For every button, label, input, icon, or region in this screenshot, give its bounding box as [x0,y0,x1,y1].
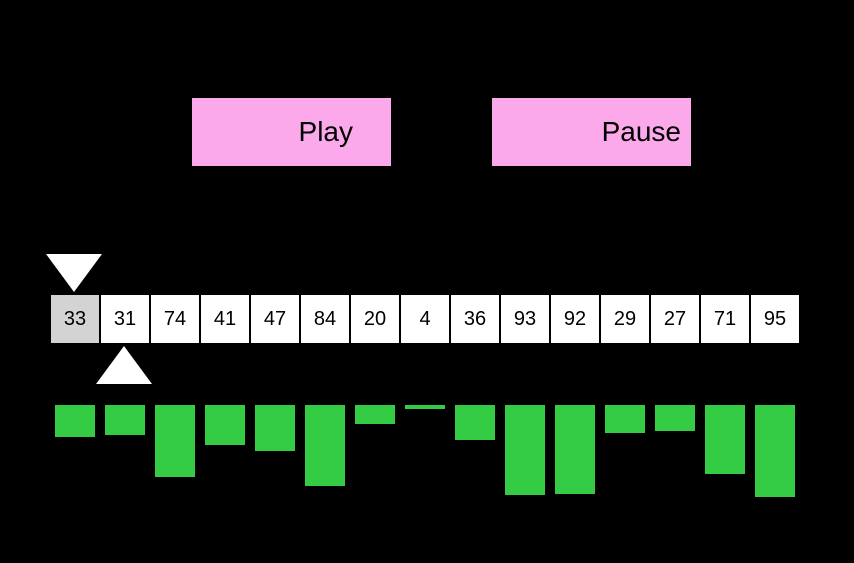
array-cell: 27 [650,294,700,344]
array-cell: 33 [50,294,100,344]
value-bar [305,405,345,486]
play-button[interactable]: Play [192,98,391,166]
pause-button[interactable]: Pause [492,98,691,166]
value-bar [505,405,545,495]
array-cell: 41 [200,294,250,344]
value-bar [205,405,245,445]
value-bar [155,405,195,477]
bottom-pointer-triangle-icon [96,346,152,384]
value-bar [755,405,795,497]
array-cell: 71 [700,294,750,344]
value-bar [355,405,395,424]
array-cell: 74 [150,294,200,344]
array-cell: 95 [750,294,800,344]
value-bar [555,405,595,494]
array-cell: 31 [100,294,150,344]
value-bars [50,405,801,505]
array-cell: 47 [250,294,300,344]
array-cell: 36 [450,294,500,344]
array-cell: 20 [350,294,400,344]
array-cell: 84 [300,294,350,344]
array-cell: 93 [500,294,550,344]
value-bar [455,405,495,440]
top-pointer-triangle-icon [46,254,102,292]
value-bar [705,405,745,474]
array-cell: 92 [550,294,600,344]
array-cell: 4 [400,294,450,344]
value-bar [105,405,145,435]
value-bar [255,405,295,451]
value-bar [55,405,95,437]
array-cell: 29 [600,294,650,344]
value-bar [405,405,445,409]
value-bar [655,405,695,431]
value-bar [605,405,645,433]
array-row: 33 31 74 41 47 84 20 4 36 93 92 29 27 71… [50,294,801,344]
